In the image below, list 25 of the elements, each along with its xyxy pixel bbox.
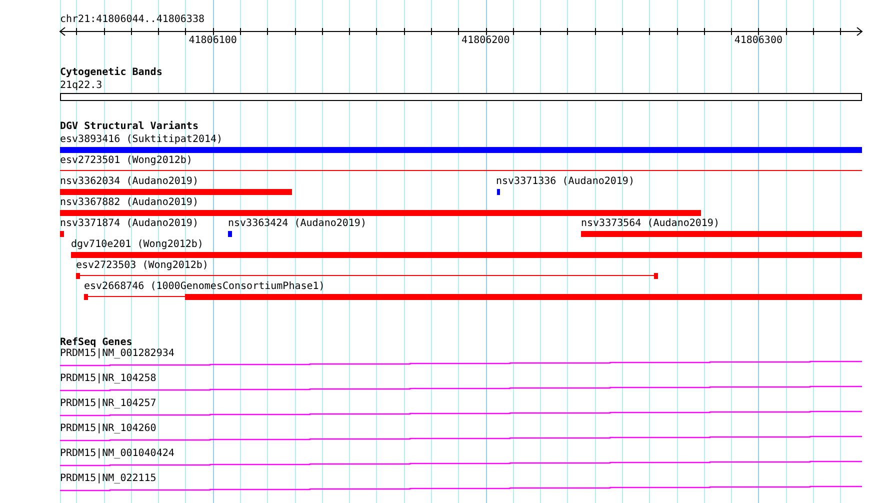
feature-label: nsv3367882 (Audano2019) xyxy=(60,197,198,209)
feature-label: esv3893416 (Suktitipat2014) xyxy=(60,134,223,146)
feature-label: nsv3371336 (Audano2019) xyxy=(496,176,634,188)
gene-label: PRDM15|NM_001282934 xyxy=(60,348,174,360)
feature-label: esv2668746 (1000GenomesConsortiumPhase1) xyxy=(84,281,325,293)
track-heading: Cytogenetic Bands xyxy=(60,67,162,79)
gene-label: PRDM15|NM_022115 xyxy=(60,473,156,485)
ruler-tick-label: 41806200 xyxy=(462,35,510,47)
ruler-tick-label: 41806100 xyxy=(188,35,237,47)
feature-label: nsv3362034 (Audano2019) xyxy=(60,176,198,188)
gene-label: PRDM15|NM_001040424 xyxy=(60,448,174,460)
ruler-tick-label: 41806300 xyxy=(734,35,782,47)
region-coordinates: chr21:41806044..41806338 xyxy=(60,14,204,26)
feature-label: esv2723501 (Wong2012b) xyxy=(60,155,192,167)
feature-label: nsv3373564 (Audano2019) xyxy=(581,218,720,230)
gene-label: PRDM15|NR_104258 xyxy=(60,373,156,385)
track-heading: DGV Structural Variants xyxy=(60,121,198,133)
gene-label: PRDM15|NR_104257 xyxy=(60,398,156,410)
feature-label: nsv3363424 (Audano2019) xyxy=(228,218,366,230)
gene-label: PRDM15|NR_104260 xyxy=(60,423,156,435)
feature-label: nsv3371874 (Audano2019) xyxy=(60,218,198,230)
band-label: 21q22.3 xyxy=(60,80,102,92)
feature-label: esv2723503 (Wong2012b) xyxy=(76,260,208,272)
feature-label: dgv710e201 (Wong2012b) xyxy=(71,239,204,251)
track-heading: RefSeq Genes xyxy=(60,337,132,348)
